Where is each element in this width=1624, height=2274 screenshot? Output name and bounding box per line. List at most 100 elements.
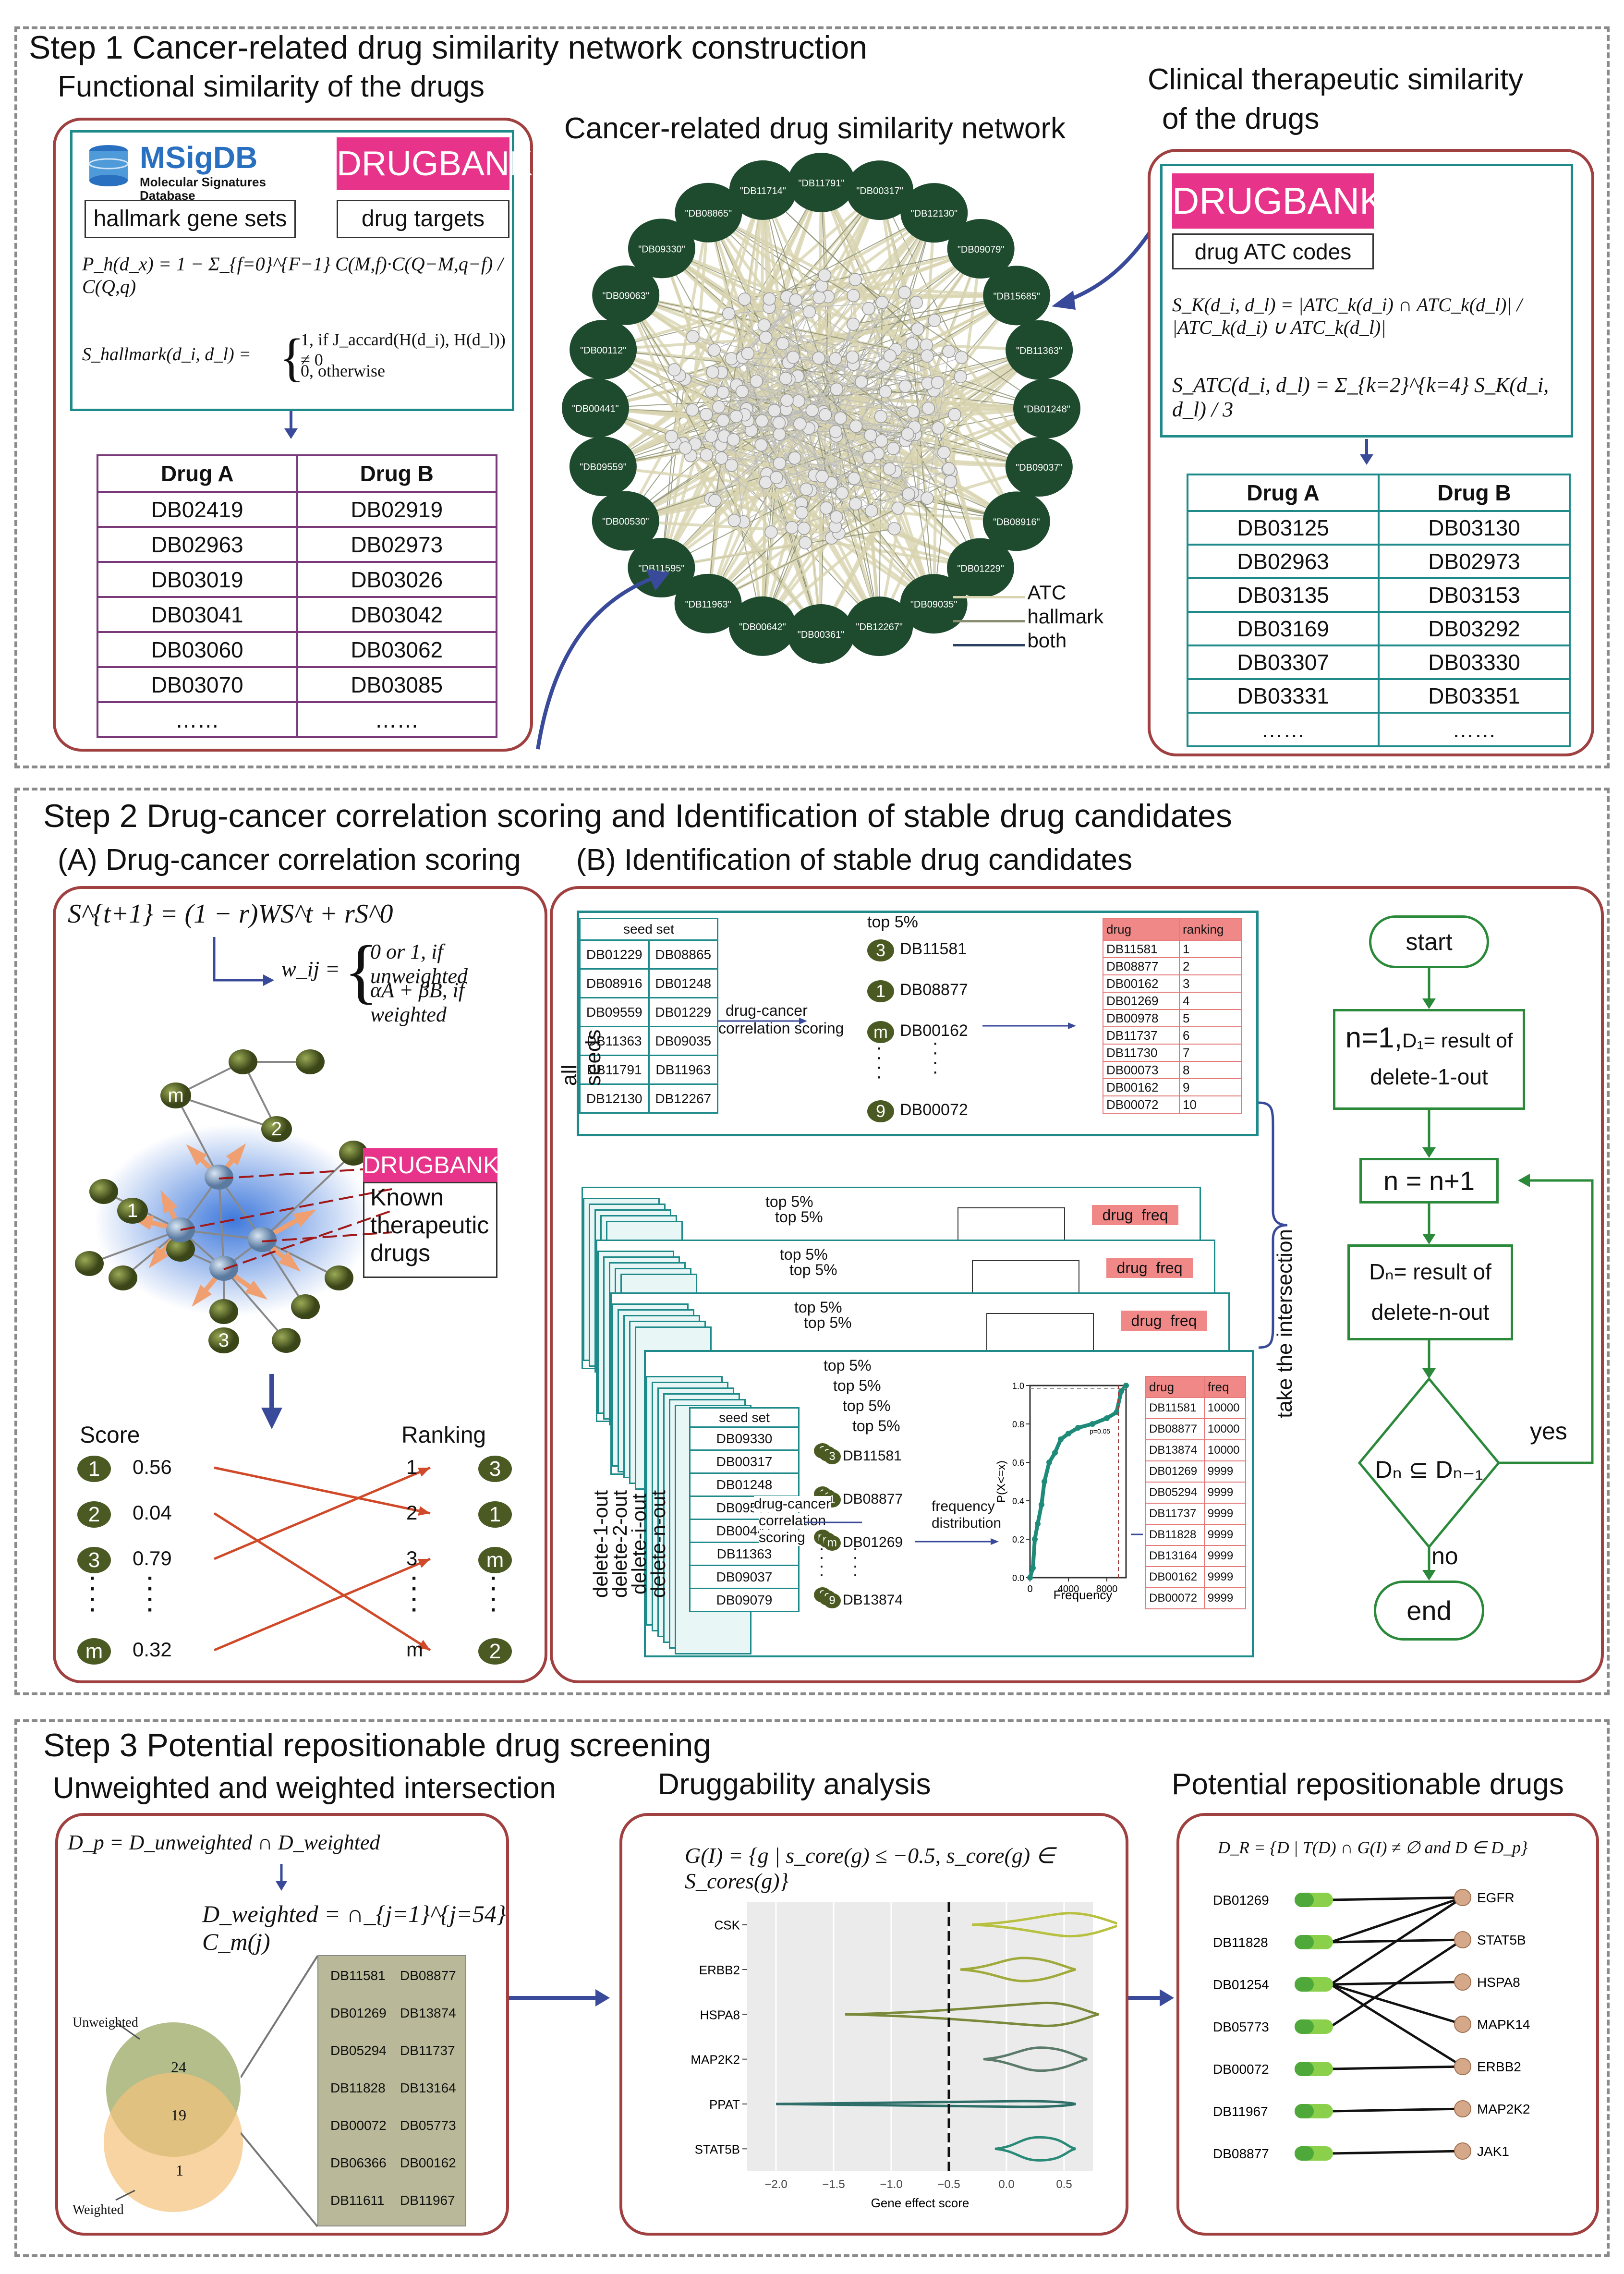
network-edge: [868, 308, 915, 427]
cdf-curve: [1028, 1384, 1128, 1579]
seed-cell: DB08916: [579, 968, 650, 998]
network-inner-node: [864, 504, 878, 518]
network-edge: [762, 494, 919, 628]
flow-increment: n = n+1: [1359, 1158, 1499, 1204]
atc-level-similarity-formula: S_K(d_i, d_l) = |ATC_k(d_i) ∩ ATC_k(d_l)…: [1172, 294, 1522, 338]
graph-node: [272, 1328, 301, 1353]
top-item-id: DB08877: [843, 1491, 903, 1507]
dr-formula: D_R = {D | T(D) ∩ G(I) ≠ ∅ and D ∈ D_p}: [1218, 1838, 1528, 1857]
network-edge: [822, 302, 883, 477]
network-inner-node: [875, 434, 888, 448]
flow-increment-label: n = n+1: [1383, 1166, 1475, 1196]
network-outer-node: [900, 574, 968, 634]
ranking-cell: 2: [1179, 957, 1242, 975]
freq-cell: 10000: [1203, 1439, 1247, 1461]
step1-title: Step 1 Cancer-related drug similarity ne…: [29, 29, 868, 66]
graph-edge: [223, 1267, 287, 1341]
score-label: Score: [80, 1423, 140, 1448]
vertical-ellipsis: ····: [852, 1538, 858, 1584]
network-inner-node: [855, 375, 868, 389]
cdf-point: [1052, 1450, 1058, 1456]
drug-pill-half: [1295, 1977, 1314, 1992]
graph-node: [109, 1265, 137, 1290]
flow-condition-label: Dₙ ⊆ Dₙ₋₁: [1375, 1456, 1483, 1483]
known-line3: drugs: [370, 1240, 431, 1266]
cdf-point: [1030, 1565, 1036, 1571]
network-inner-node: [942, 344, 956, 358]
venn-both: 19: [171, 2106, 186, 2124]
cdf-frame: [1029, 1385, 1127, 1579]
list-drug-a: DB11611: [330, 2193, 385, 2208]
cdf-point: [1027, 1575, 1033, 1581]
network-edge: [733, 275, 825, 362]
scoring-label-line3: scoring: [759, 1530, 805, 1546]
seed-cell: DB09559: [689, 1496, 800, 1520]
pot-drug-label: DB00072: [1213, 2062, 1269, 2077]
clinical-formula-box: DRUGBANK drug ATC codes S_K(d_i, d_l) = …: [1160, 164, 1573, 438]
rank-line: [214, 1466, 431, 1515]
flow-yes-label: yes: [1530, 1418, 1567, 1445]
top5-label: top 5%: [804, 1314, 852, 1331]
network-inner-node: [776, 337, 789, 351]
cdf-ytick-label: 1.0: [1012, 1381, 1024, 1391]
network-inner-node: [815, 470, 829, 483]
rank-line: [214, 1557, 431, 1652]
drug-gene-edge: [1330, 2107, 1463, 2113]
network-edge: [825, 390, 934, 415]
scoring-label-line2: correlation scoring: [718, 1020, 844, 1037]
known-line2: therapeutic: [370, 1212, 489, 1239]
legend-item: hallmark: [953, 605, 1103, 629]
violin-xtick-label: −0.5: [937, 2178, 960, 2191]
rank-node-badge: 1: [478, 1501, 512, 1528]
network-inner-node: [716, 386, 730, 399]
network-outer-node: [1006, 320, 1073, 380]
network-node-label: "DB09063": [602, 291, 649, 302]
seed-cell: DB09037: [689, 1565, 800, 1589]
table-cell: DB02963: [97, 526, 298, 563]
network-inner-node: [875, 295, 889, 309]
rank-node-badge: 2: [478, 1638, 512, 1665]
weight-brace: {: [344, 931, 378, 1011]
network-edge: [711, 436, 735, 521]
list-drug-a: DB01269: [330, 2006, 387, 2020]
rank-arrowhead: [418, 1558, 430, 1568]
freq-cell: DB01269: [1145, 1460, 1205, 1483]
network-inner-node: [830, 510, 843, 524]
table-cell: DB03292: [1378, 611, 1571, 646]
cdf-ytick-label: 0.6: [1012, 1458, 1024, 1468]
druggability-box: G(I) = {g | s_core(g) ≤ −0.5, s_core(g) …: [619, 1813, 1128, 2236]
score-node-badge: 2: [77, 1501, 111, 1528]
cdf-point: [1042, 1479, 1047, 1484]
network-inner-node: [686, 330, 700, 343]
table-cell: DB03060: [97, 631, 298, 668]
network-inner-node: [909, 296, 923, 309]
ranking-cell: DB00073: [1102, 1061, 1180, 1079]
network-edge: [904, 292, 929, 409]
ranking-cell: 3: [1179, 974, 1242, 993]
network-inner-node: [911, 322, 924, 336]
network-inner-node: [779, 372, 793, 385]
functional-formula-box: MSigDB Molecular Signatures Database DRU…: [70, 130, 533, 411]
flow-arrowhead: [1422, 1234, 1436, 1244]
network-inner-node: [789, 293, 803, 307]
rwr-formula: S^{t+1} = (1 − r)WS^t + rS^0: [68, 899, 393, 929]
violin-shape: [983, 2046, 1088, 2072]
network-outer-node: [947, 538, 1015, 598]
network-edge: [715, 302, 917, 501]
freq-cell: 10000: [1203, 1418, 1247, 1440]
score-node-badge: 3: [77, 1547, 111, 1573]
pot-gene-label: MAP2K2: [1477, 2102, 1530, 2116]
ranking-cell: 9: [1179, 1078, 1242, 1096]
list-drug-b: DB00162: [400, 2155, 456, 2170]
violin-gene-label: PPAT: [709, 2097, 740, 2112]
network-node-label: "DB09035": [910, 599, 957, 610]
list-drug-b: DB08877: [400, 1968, 456, 1983]
ranking-cell: DB00162: [1102, 1078, 1180, 1096]
network-inner-node: [862, 302, 875, 316]
network-edge: [751, 430, 836, 432]
violin-shape: [776, 2100, 1076, 2108]
network-inner-node: [848, 273, 862, 286]
top5-label: top 5%: [775, 1208, 823, 1226]
cdf-point: [1118, 1388, 1124, 1394]
network-inner-node: [829, 352, 842, 365]
